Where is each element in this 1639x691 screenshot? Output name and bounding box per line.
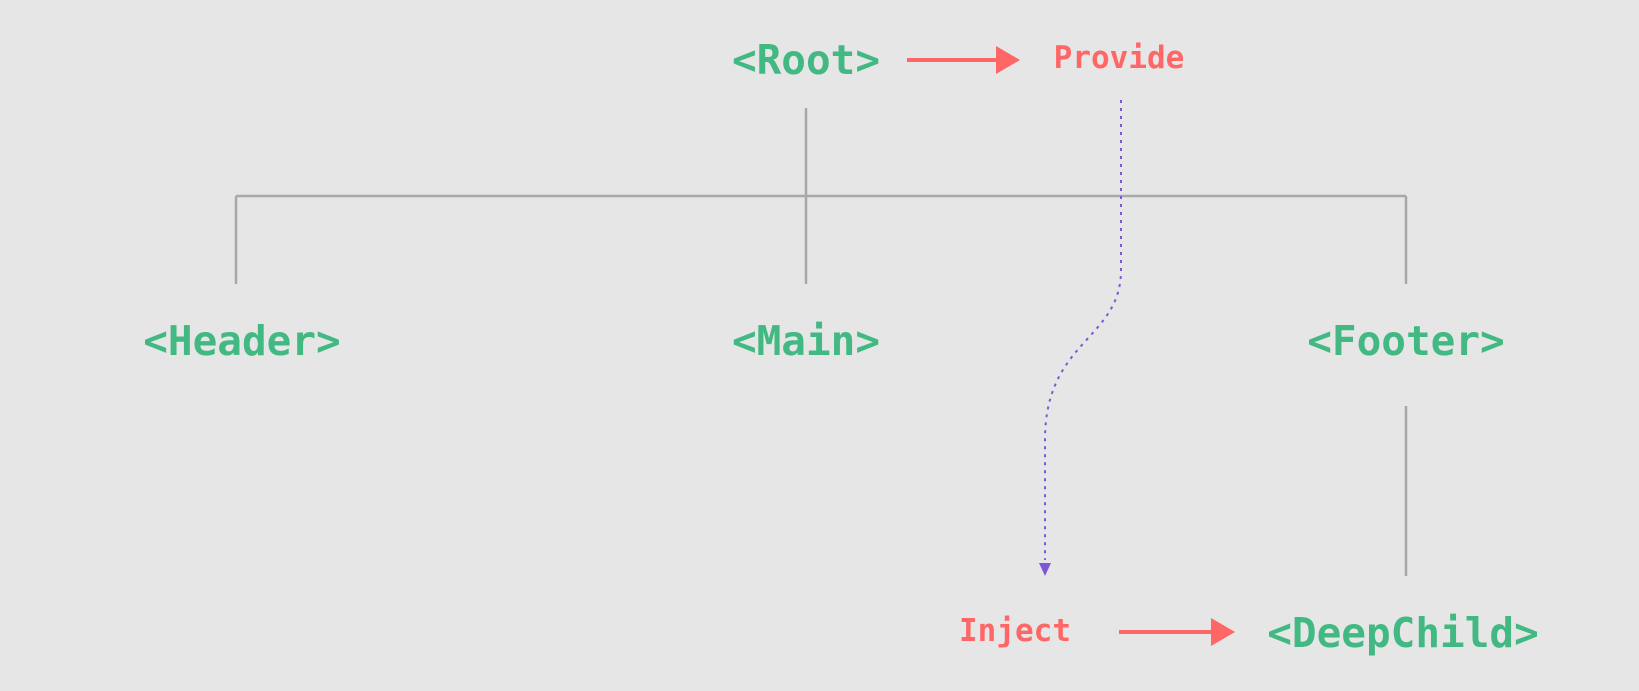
header-node: <Header> xyxy=(143,317,340,365)
inject-arrow-head xyxy=(1211,618,1235,646)
root-node: <Root> xyxy=(732,36,880,84)
provide-label: Provide xyxy=(1054,40,1185,76)
inject-label: Inject xyxy=(959,613,1071,649)
flow-arrow-head xyxy=(1039,563,1051,576)
footer-node: <Footer> xyxy=(1307,317,1504,365)
provide-arrow-head xyxy=(996,46,1020,74)
deepchild-node: <DeepChild> xyxy=(1267,609,1539,657)
provide-to-inject-flow-line xyxy=(1044,100,1122,560)
main-node: <Main> xyxy=(732,317,880,365)
